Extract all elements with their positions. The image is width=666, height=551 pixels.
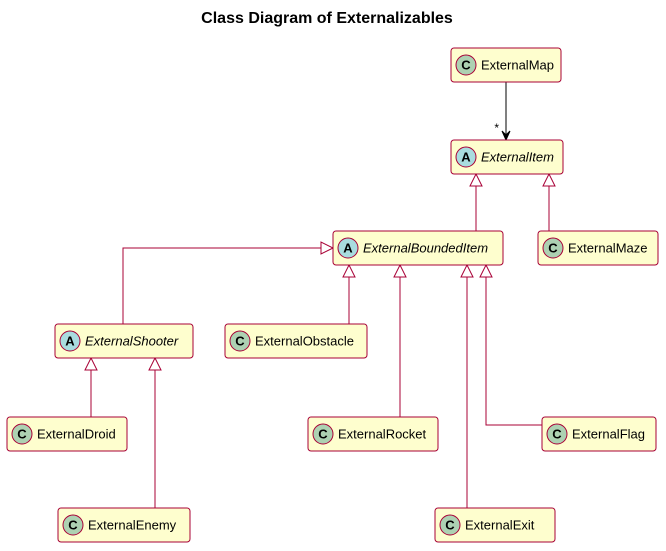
generalization-line	[485, 277, 542, 426]
stereotype-letter: C	[552, 427, 562, 442]
class-box	[6, 416, 128, 452]
class-name: ExternalObstacle	[255, 334, 354, 349]
class-box	[224, 323, 368, 359]
abstract-class-badge-icon	[455, 146, 477, 168]
inheritance-arrow-icon	[469, 172, 483, 187]
diagram-title: Class Diagram of Externalizables	[201, 10, 453, 27]
generalization-external-exit-to-external-bounded-item	[460, 263, 474, 508]
class-badge-icon	[546, 423, 568, 445]
class-box	[434, 507, 556, 543]
class-name: ExternalFlag	[572, 427, 645, 442]
generalization-external-shooter-to-external-bounded-item	[122, 241, 335, 324]
class-external-bounded-item: A ExternalBoundedItem	[332, 230, 504, 266]
class-box	[541, 416, 657, 452]
stereotype-letter: C	[461, 58, 471, 73]
class-badge-icon	[62, 514, 84, 536]
stereotype-letter: A	[461, 150, 471, 165]
class-external-shooter: A ExternalShooter	[54, 323, 194, 359]
generalization-external-enemy-to-external-shooter	[148, 356, 162, 508]
class-box	[450, 139, 564, 175]
inheritance-arrow-icon	[342, 263, 356, 278]
class-external-item: A ExternalItem	[450, 139, 564, 175]
class-badge-icon	[439, 514, 461, 536]
arrowhead-icon	[501, 130, 511, 142]
class-box	[57, 507, 191, 543]
inheritance-arrow-icon	[148, 356, 162, 371]
class-name: ExternalShooter	[85, 334, 179, 349]
class-box	[307, 416, 439, 452]
inheritance-arrow-icon	[542, 172, 556, 187]
abstract-class-badge-icon	[337, 237, 359, 259]
generalization-external-obstacle-to-external-bounded-item	[342, 263, 356, 324]
relations-layer: *	[84, 82, 556, 508]
class-external-map: C ExternalMap	[450, 47, 562, 83]
class-name: ExternalBoundedItem	[363, 241, 488, 256]
class-name: ExternalRocket	[338, 427, 427, 442]
generalization-external-flag-to-external-bounded-item	[479, 263, 542, 426]
class-box	[332, 230, 504, 266]
multiplicity-label: *	[494, 121, 499, 135]
class-external-droid: C ExternalDroid	[6, 416, 128, 452]
class-external-exit: C ExternalExit	[434, 507, 556, 543]
class-name: ExternalEnemy	[88, 518, 177, 533]
generalization-line	[122, 247, 321, 324]
stereotype-letter: C	[548, 241, 558, 256]
stereotype-letter: A	[343, 241, 353, 256]
generalization-external-maze-to-external-item	[542, 172, 556, 231]
class-badge-icon	[455, 54, 477, 76]
class-box	[537, 230, 659, 266]
class-box	[450, 47, 562, 83]
abstract-class-badge-icon	[59, 330, 81, 352]
inheritance-arrow-icon	[460, 263, 474, 278]
inheritance-arrow-icon	[479, 263, 493, 278]
stereotype-letter: C	[318, 427, 328, 442]
stereotype-letter: C	[17, 427, 27, 442]
class-external-obstacle: C ExternalObstacle	[224, 323, 368, 359]
class-name: ExternalExit	[465, 518, 535, 533]
class-badge-icon	[542, 237, 564, 259]
generalization-external-rocket-to-external-bounded-item	[393, 263, 407, 417]
class-box	[54, 323, 194, 359]
generalization-external-droid-to-external-shooter	[84, 356, 98, 417]
inheritance-arrow-icon	[393, 263, 407, 278]
class-external-enemy: C ExternalEnemy	[57, 507, 191, 543]
class-name: ExternalDroid	[37, 427, 116, 442]
association-external-map-to-external-item: *	[494, 82, 511, 142]
stereotype-letter: C	[235, 334, 245, 349]
stereotype-letter: C	[445, 518, 455, 533]
stereotype-letter: A	[65, 334, 75, 349]
class-name: ExternalMap	[481, 58, 554, 73]
class-badge-icon	[229, 330, 251, 352]
class-name: ExternalMaze	[568, 241, 647, 256]
generalization-external-bounded-item-to-external-item	[469, 172, 483, 231]
class-external-flag: C ExternalFlag	[541, 416, 657, 452]
stereotype-letter: C	[68, 518, 78, 533]
class-external-rocket: C ExternalRocket	[307, 416, 439, 452]
inheritance-arrow-icon	[84, 356, 98, 371]
class-name: ExternalItem	[481, 150, 554, 165]
class-badge-icon	[312, 423, 334, 445]
class-external-maze: C ExternalMaze	[537, 230, 659, 266]
class-badge-icon	[11, 423, 33, 445]
inheritance-arrow-icon	[320, 241, 335, 255]
